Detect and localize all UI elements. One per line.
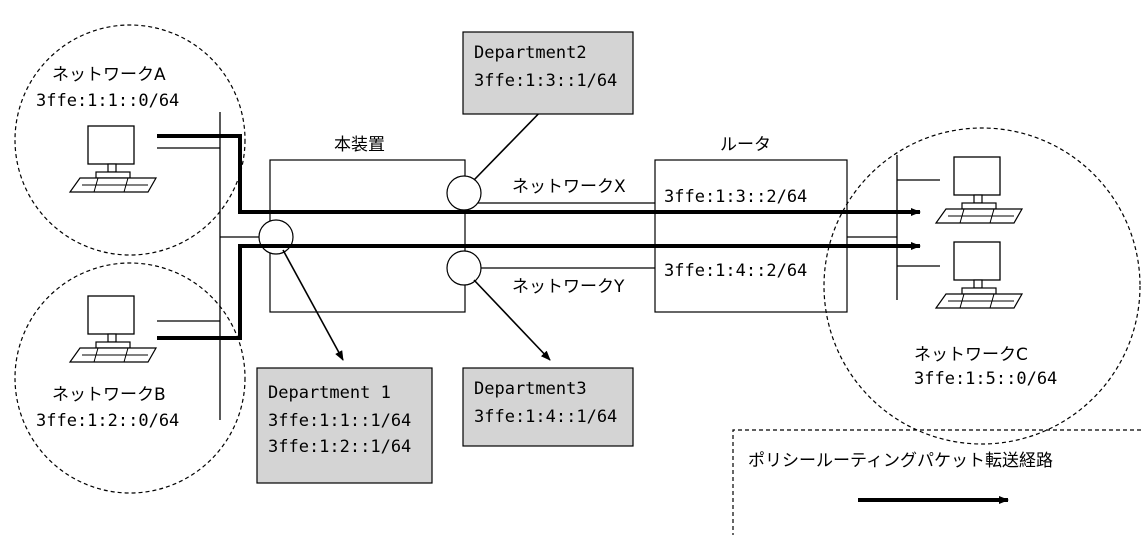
pc-a-icon bbox=[68, 125, 158, 193]
department2-name: Department2 bbox=[474, 43, 587, 63]
legend-frame bbox=[732, 429, 1141, 535]
interface-circle-x bbox=[446, 175, 482, 211]
department1-addr1: 3ffe:1:1::1/64 bbox=[268, 411, 411, 431]
network-c-name: ネットワークC bbox=[914, 345, 1028, 365]
department1-box bbox=[256, 367, 433, 484]
policy-route-a bbox=[157, 134, 921, 216]
department1-name: Department 1 bbox=[268, 383, 391, 403]
device-label: 本装置 bbox=[334, 135, 385, 155]
pc-b-icon bbox=[68, 295, 158, 363]
router-box bbox=[654, 159, 848, 313]
device-box bbox=[269, 159, 466, 313]
network-a-prefix: 3ffe:1:1::0/64 bbox=[36, 91, 179, 111]
department3-box bbox=[462, 367, 634, 447]
policy-route-b bbox=[157, 242, 921, 340]
department2-addr: 3ffe:1:3::1/64 bbox=[474, 71, 617, 91]
network-c-prefix: 3ffe:1:5::0/64 bbox=[914, 369, 1057, 389]
arrow-to-department2 bbox=[473, 101, 551, 181]
department2-box bbox=[462, 31, 634, 115]
pc-c1-icon bbox=[934, 156, 1024, 224]
arrow-to-department1 bbox=[282, 249, 344, 361]
network-b-prefix: 3ffe:1:2::0/64 bbox=[36, 411, 179, 431]
network-b-boundary bbox=[14, 262, 246, 494]
network-c-boundary bbox=[823, 127, 1141, 445]
legend-label: ポリシールーティングパケット転送経路 bbox=[748, 451, 1053, 471]
network-x-router-addr: 3ffe:1:3::2/64 bbox=[664, 187, 807, 207]
network-y-name: ネットワークY bbox=[512, 277, 625, 297]
arrow-to-department3 bbox=[473, 279, 551, 361]
department3-addr: 3ffe:1:4::1/64 bbox=[474, 407, 617, 427]
network-a-boundary bbox=[14, 24, 246, 256]
network-x-name: ネットワークX bbox=[512, 177, 626, 197]
interface-circle-y bbox=[446, 250, 482, 286]
department3-name: Department3 bbox=[474, 379, 587, 399]
network-a-name: ネットワークA bbox=[52, 65, 166, 85]
network-y-router-addr: 3ffe:1:4::2/64 bbox=[664, 261, 807, 281]
interface-circle-left bbox=[258, 219, 294, 255]
department1-addr2: 3ffe:1:2::1/64 bbox=[268, 437, 411, 457]
pc-c2-icon bbox=[934, 241, 1024, 309]
network-b-name: ネットワークB bbox=[52, 385, 166, 405]
router-label: ルータ bbox=[720, 135, 771, 155]
